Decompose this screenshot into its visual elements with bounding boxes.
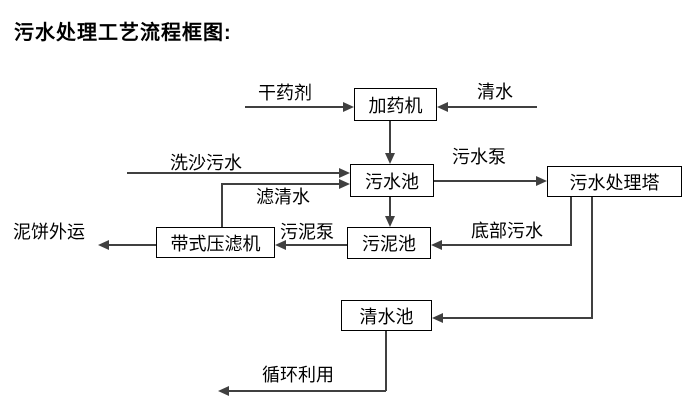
arrow-right-icon [339,179,350,189]
label-clean-water: 清水 [477,82,513,102]
connector-bottom-sewage-line [442,244,571,246]
diagram-title: 污水处理工艺流程框图: [14,22,232,44]
label-sand-wash-sewage: 洗沙污水 [170,153,242,173]
connector-tower-to-clear-vline [591,197,593,319]
arrow-left-icon [275,240,286,250]
connector-dry-agent-line [245,106,343,108]
arrow-right-icon [339,168,350,178]
node-sewage-pool: 污水池 [350,164,434,197]
arrow-down-icon [385,216,395,227]
label-dry-agent: 干药剂 [258,83,312,103]
connector-recycle-line [229,390,386,392]
arrow-right-icon [343,102,354,112]
node-belt-filter-press: 带式压滤机 [156,227,275,258]
label-filtered-water: 滤清水 [256,187,310,207]
node-dosing-machine: 加药机 [354,88,437,121]
connector-sewage-pump-line [434,180,536,182]
connector-filtered-water-line [222,183,339,185]
arrow-left-icon [218,386,229,396]
node-clean-water-pool: 清水池 [341,300,432,331]
label-mud-cake-transport: 泥饼外运 [13,222,85,242]
label-sludge-pump: 污泥泵 [280,222,334,242]
arrow-left-icon [437,102,448,112]
connector-sludge-pump-line [286,244,347,246]
connector-tower-to-clear-line [443,317,592,319]
connector-recycle-vline [385,331,387,391]
node-treatment-tower: 污水处理塔 [547,166,682,197]
connector-sewage-to-sludge-line [389,197,391,217]
label-bottom-sewage: 底部污水 [471,221,543,241]
arrow-left-icon [431,240,442,250]
node-sludge-pool: 污泥池 [347,227,431,259]
connector-mud-cake-line [109,244,156,246]
connector-sand-wash-line [127,172,339,174]
connector-filtered-water-vline [221,183,223,227]
connector-clean-water-line [448,106,537,108]
connector-dosing-to-sewage-line [389,121,391,154]
arrow-left-icon [432,313,443,323]
label-recycle-use: 循环利用 [262,365,334,385]
arrow-right-icon [536,176,547,186]
label-sewage-pump: 污水泵 [452,147,506,167]
arrow-down-icon [385,153,395,164]
connector-bottom-sewage-vline [570,197,572,246]
arrow-left-icon [98,240,109,250]
